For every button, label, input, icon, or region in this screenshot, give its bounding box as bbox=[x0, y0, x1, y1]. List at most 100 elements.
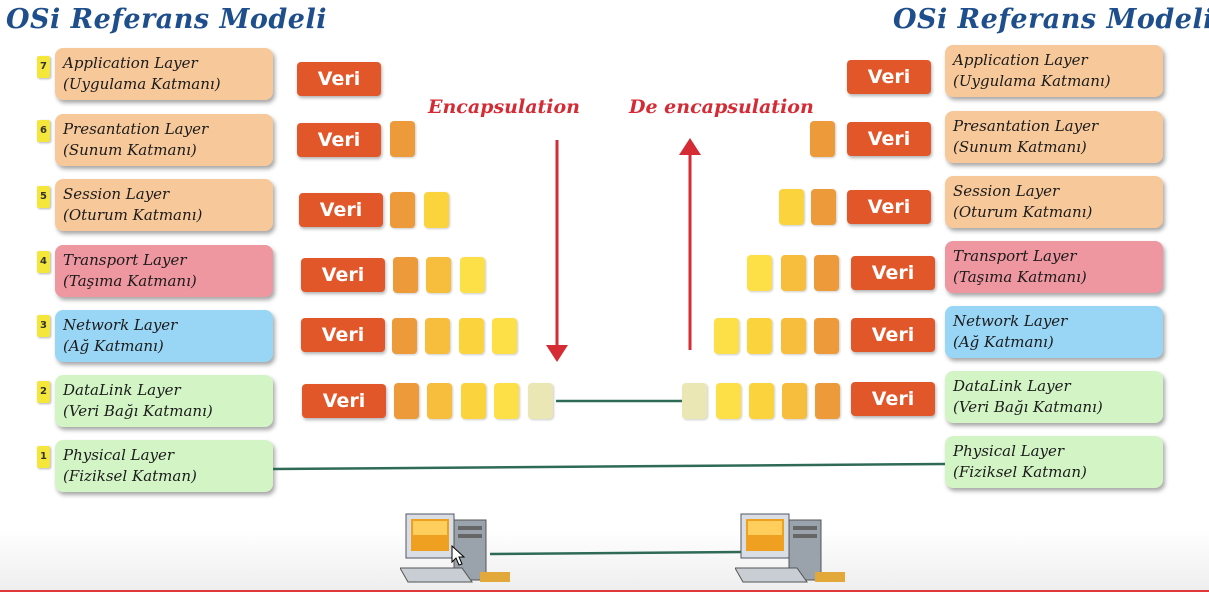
layer-sub: (Veri Bağı Katmanı) bbox=[953, 398, 1103, 416]
right-layer-3: Network Layer (Ağ Katmanı) bbox=[945, 306, 1163, 358]
trailer-block bbox=[682, 383, 707, 419]
header-block bbox=[747, 318, 772, 354]
layer-name: Transport Layer bbox=[953, 247, 1077, 265]
layer-number-badge: 2 bbox=[37, 381, 50, 403]
layer-name: Presantation Layer bbox=[953, 117, 1099, 135]
trailer-block bbox=[528, 383, 553, 419]
deencapsulation-arrow-icon bbox=[679, 138, 701, 350]
header-block bbox=[811, 189, 836, 225]
layer-name: Physical Layer bbox=[953, 442, 1065, 460]
deencapsulation-label: De encapsulation bbox=[629, 96, 814, 118]
header-block bbox=[494, 383, 519, 419]
header-block bbox=[390, 121, 415, 157]
veri-label: Veri bbox=[851, 256, 935, 290]
computer-icon bbox=[400, 513, 510, 583]
left-layer-7: Application Layer (Uygulama Katmanı) bbox=[55, 48, 273, 100]
layer-sub: (Fiziksel Katman) bbox=[953, 463, 1087, 481]
layer-number-badge: 1 bbox=[37, 446, 50, 468]
computer-icon bbox=[735, 513, 845, 583]
bottom-rule bbox=[0, 590, 1209, 592]
header-block bbox=[714, 318, 739, 354]
layer-name: Network Layer bbox=[953, 312, 1068, 330]
veri-label: Veri bbox=[297, 62, 381, 96]
layer-name: Application Layer bbox=[63, 54, 198, 72]
header-block bbox=[716, 383, 741, 419]
header-block bbox=[459, 318, 484, 354]
right-layer-4: Transport Layer (Taşıma Katmanı) bbox=[945, 241, 1163, 293]
layer-sub: (Taşıma Katmanı) bbox=[63, 272, 197, 290]
layer-sub: (Ağ Katmanı) bbox=[63, 337, 164, 355]
layer-name: Session Layer bbox=[953, 182, 1060, 200]
layer-name: Presantation Layer bbox=[63, 120, 209, 138]
layer-sub: (Uygulama Katmanı) bbox=[63, 75, 221, 93]
title-right: OSi Referans Modeli bbox=[893, 4, 1209, 35]
layer-number-badge: 4 bbox=[37, 251, 50, 273]
header-block bbox=[390, 192, 415, 228]
layer-sub: (Taşıma Katmanı) bbox=[953, 268, 1087, 286]
header-block bbox=[749, 383, 774, 419]
header-block bbox=[492, 318, 517, 354]
header-block bbox=[781, 255, 806, 291]
layer-sub: (Fiziksel Katman) bbox=[63, 467, 197, 485]
left-layer-5: Session Layer (Oturum Katmanı) bbox=[55, 179, 273, 231]
layer-number-badge: 5 bbox=[37, 186, 50, 208]
header-block bbox=[781, 318, 806, 354]
veri-label: Veri bbox=[301, 258, 385, 292]
left-layer-1: Physical Layer (Fiziksel Katman) bbox=[55, 440, 273, 492]
layer-sub: (Sunum Katmanı) bbox=[63, 141, 197, 159]
left-layer-6: Presantation Layer (Sunum Katmanı) bbox=[55, 114, 273, 166]
header-block bbox=[427, 383, 452, 419]
layer-sub: (Uygulama Katmanı) bbox=[953, 72, 1111, 90]
layer-number-badge: 6 bbox=[37, 120, 50, 142]
title-left: OSi Referans Modeli bbox=[6, 4, 328, 35]
veri-label: Veri bbox=[847, 60, 931, 94]
veri-label: Veri bbox=[851, 382, 935, 416]
bottom-shade bbox=[0, 530, 1209, 590]
veri-label: Veri bbox=[847, 122, 931, 156]
physical-link-line bbox=[272, 462, 946, 471]
veri-label: Veri bbox=[299, 193, 383, 227]
layer-number-badge: 3 bbox=[37, 315, 50, 337]
header-block bbox=[814, 318, 839, 354]
right-layer-6: Presantation Layer (Sunum Katmanı) bbox=[945, 111, 1163, 163]
header-block bbox=[393, 257, 418, 293]
header-block bbox=[814, 255, 839, 291]
layer-sub: (Oturum Katmanı) bbox=[953, 203, 1093, 221]
right-layer-5: Session Layer (Oturum Katmanı) bbox=[945, 176, 1163, 228]
header-block bbox=[424, 192, 449, 228]
layer-name: DataLink Layer bbox=[63, 381, 181, 399]
layer-sub: (Ağ Katmanı) bbox=[953, 333, 1054, 351]
layer-sub: (Oturum Katmanı) bbox=[63, 206, 203, 224]
veri-label: Veri bbox=[851, 318, 935, 352]
right-layer-1: Physical Layer (Fiziksel Katman) bbox=[945, 436, 1163, 488]
header-block bbox=[426, 257, 451, 293]
header-block bbox=[392, 318, 417, 354]
header-block bbox=[460, 257, 485, 293]
header-block bbox=[461, 383, 486, 419]
header-block bbox=[815, 383, 840, 419]
right-layer-7: Application Layer (Uygulama Katmanı) bbox=[945, 45, 1163, 97]
left-layer-3: Network Layer (Ağ Katmanı) bbox=[55, 310, 273, 362]
veri-label: Veri bbox=[301, 318, 385, 352]
layer-sub: (Sunum Katmanı) bbox=[953, 138, 1087, 156]
layer-name: Network Layer bbox=[63, 316, 178, 334]
header-block bbox=[394, 383, 419, 419]
layer-name: Session Layer bbox=[63, 185, 170, 203]
mouse-cursor-icon bbox=[451, 544, 466, 566]
header-block bbox=[425, 318, 450, 354]
encapsulation-arrow-icon bbox=[546, 140, 568, 362]
right-layer-2: DataLink Layer (Veri Bağı Katmanı) bbox=[945, 371, 1163, 423]
layer-name: Application Layer bbox=[953, 51, 1088, 69]
veri-label: Veri bbox=[847, 190, 931, 224]
left-layer-2: DataLink Layer (Veri Bağı Katmanı) bbox=[55, 375, 273, 427]
layer-number-badge: 7 bbox=[37, 56, 50, 78]
layer-sub: (Veri Bağı Katmanı) bbox=[63, 402, 213, 420]
left-layer-4: Transport Layer (Taşıma Katmanı) bbox=[55, 245, 273, 297]
layer-name: DataLink Layer bbox=[953, 377, 1071, 395]
header-block bbox=[779, 189, 804, 225]
header-block bbox=[782, 383, 807, 419]
layer-name: Transport Layer bbox=[63, 251, 187, 269]
veri-label: Veri bbox=[302, 384, 386, 418]
